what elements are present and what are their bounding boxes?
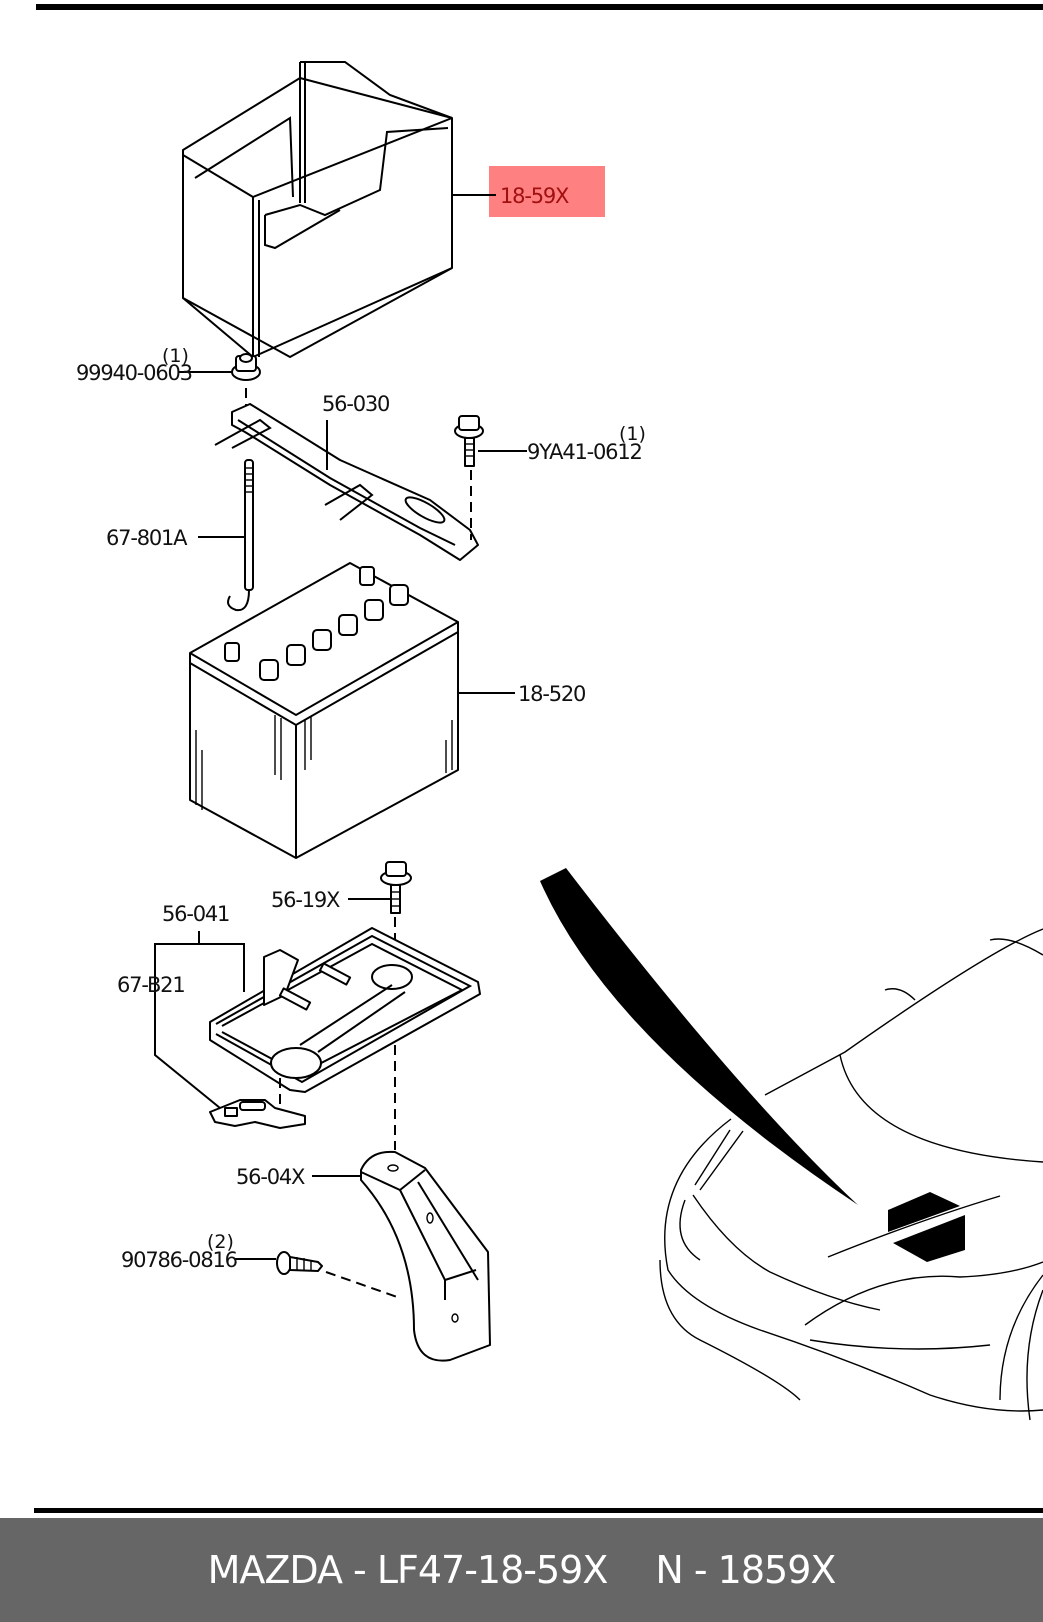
highlight-box (489, 166, 605, 217)
qty-nut: (1) (162, 345, 189, 367)
footer-brand-part-number: MAZDA - LF47-18-59X (207, 1548, 609, 1592)
battery-tray-illustration (209, 927, 481, 1150)
bottom-border-line (34, 1508, 1043, 1513)
battery-clamp-illustration (214, 403, 479, 561)
part-label-bracket-screw: 90786-0816 (121, 1248, 238, 1272)
location-pointer-arrow (540, 868, 858, 1205)
battery-terminals (224, 566, 409, 681)
part-label-clamp-bolt: 9YA41-0612 (527, 440, 642, 464)
qty-bracket-screw: (2) (207, 1231, 234, 1253)
hook-rod-illustration (227, 459, 254, 612)
bracket-screw-illustration (276, 1251, 401, 1299)
battery-location-marker (888, 1192, 960, 1232)
part-label-nut: 99940-0603 (76, 361, 192, 385)
part-label-battery-tray: 56-041 (162, 902, 229, 926)
part-label-tray-bolt: 56-19X (271, 888, 340, 912)
battery-cover-callout[interactable]: 18-59X (452, 166, 605, 217)
top-border-line (36, 4, 1043, 10)
clamp-bolt-illustration (454, 415, 484, 540)
nut-illustration (231, 353, 261, 410)
battery-cover-illustration (182, 61, 453, 359)
support-bracket-illustration (360, 1150, 491, 1362)
qty-clamp-bolt: (1) (619, 423, 646, 445)
part-label-hook-rod: 67-801A (106, 526, 188, 550)
part-label-battery: 18-520 (518, 682, 585, 706)
part-label-battery-clamp: 56-030 (322, 392, 389, 416)
part-label-battery-cover: 18-59X (500, 184, 569, 208)
footer-bar: MAZDA - LF47-18-59X N - 1859X (0, 1518, 1043, 1622)
tray-bracket-illustration (209, 1099, 306, 1129)
part-label-support-bracket: 56-04X (236, 1165, 305, 1189)
vehicle-location-view (540, 868, 1043, 1421)
footer-alt-number: N - 1859X (655, 1548, 836, 1592)
parts-diagram: 18-59X (1) 99940-0603 56-030 (1) 9YA41-0… (34, 4, 1043, 1513)
part-label-tray-bracket: 67-B21 (117, 973, 184, 997)
battery-illustration (189, 562, 459, 859)
